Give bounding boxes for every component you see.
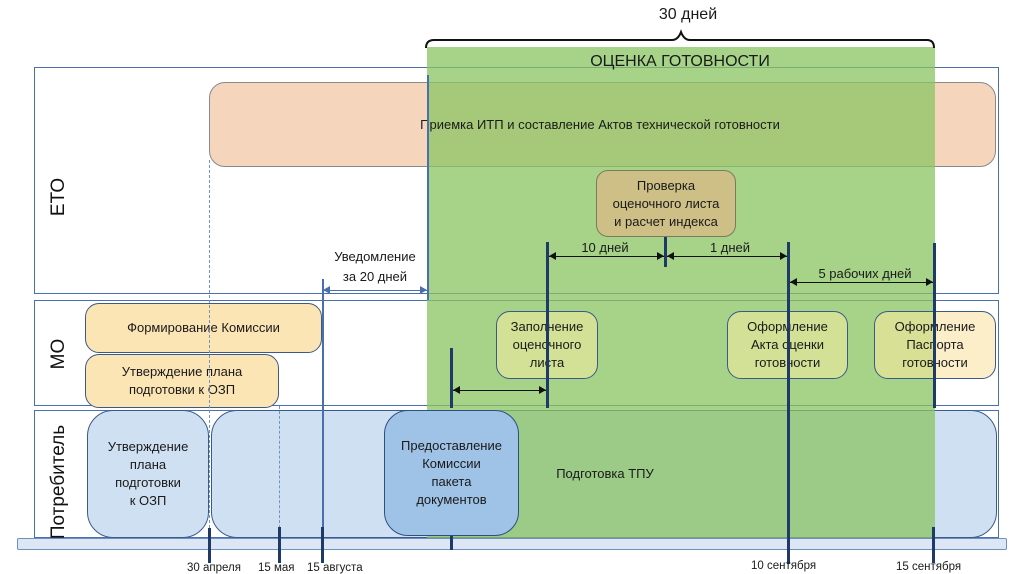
- arrow-submit-to-fill: [453, 386, 546, 394]
- check-index-box: Проверка оценочного листа и расчет индек…: [596, 170, 736, 237]
- acceptance-bar-text: Приемка ИТП и составление Актов техничес…: [420, 117, 780, 132]
- commission-box: Формирование Комиссии: [85, 303, 322, 353]
- green-zone-left-edge: [427, 75, 429, 300]
- date-30-april: 30 апреля: [187, 562, 241, 574]
- interval-1-day-label: 1 дней: [709, 240, 751, 255]
- interval-5-workdays-label: 5 рабочих дней: [818, 266, 912, 281]
- marker-30-april: [208, 528, 211, 563]
- timeline-axis: [17, 538, 1007, 550]
- lane-label-mo: МО: [48, 338, 69, 370]
- consumer-plan-approval-label: Утверждение плана подготовки к ОЗП: [107, 439, 189, 508]
- mo-plan-approval-label: Утверждение плана подготовки к ОЗП: [121, 364, 243, 397]
- marker-check: [664, 237, 667, 267]
- marker-15-august: [321, 527, 324, 563]
- lane-label-consumer: Потребитель: [48, 424, 69, 540]
- check-index-label: Проверка оценочного листа и расчет индек…: [612, 177, 720, 229]
- date-15-may: 15 мая: [258, 562, 295, 574]
- duration-brace: [425, 29, 935, 49]
- date-15-september: 15 сентября: [896, 561, 962, 573]
- guide-15-may: [279, 406, 280, 538]
- marker-fill-sheet: [546, 242, 549, 408]
- commission-label: Формирование Комиссии: [127, 320, 280, 335]
- notice-arrow: [323, 286, 427, 294]
- guide-30-april: [209, 160, 210, 538]
- arrow-5-workdays: [790, 278, 933, 286]
- duration-label: 30 дней: [658, 6, 718, 23]
- date-10-september: 10 сентября: [751, 560, 817, 572]
- lane-label-eto: ЕТО: [48, 177, 69, 217]
- marker-documents-submit: [450, 348, 453, 408]
- marker-15-september: [932, 527, 935, 563]
- notice-label: Уведомление за 20 дней: [334, 249, 416, 284]
- marker-15-september-top: [933, 243, 936, 408]
- tpu-prep-label: Подготовка ТПУ: [556, 466, 654, 481]
- date-15-august: 15 августа: [307, 562, 363, 574]
- mo-plan-approval-box: Утверждение плана подготовки к ОЗП: [85, 354, 279, 408]
- marker-15-may: [278, 527, 281, 563]
- documents-label: Предоставление Комиссии пакета документо…: [401, 438, 502, 507]
- zone-title: ОЦЕНКА ГОТОВНОСТИ: [590, 53, 770, 70]
- documents-box: Предоставление Комиссии пакета документо…: [384, 410, 519, 536]
- marker-10-september: [787, 242, 790, 564]
- consumer-plan-approval-box: Утверждение плана подготовки к ОЗП: [87, 410, 209, 538]
- arrow-10-days: [549, 252, 664, 260]
- notice-marker: [322, 279, 324, 538]
- marker-documents-bottom: [450, 536, 453, 550]
- arrow-1-day: [667, 252, 787, 260]
- interval-10-days-label: 10 дней: [581, 240, 629, 255]
